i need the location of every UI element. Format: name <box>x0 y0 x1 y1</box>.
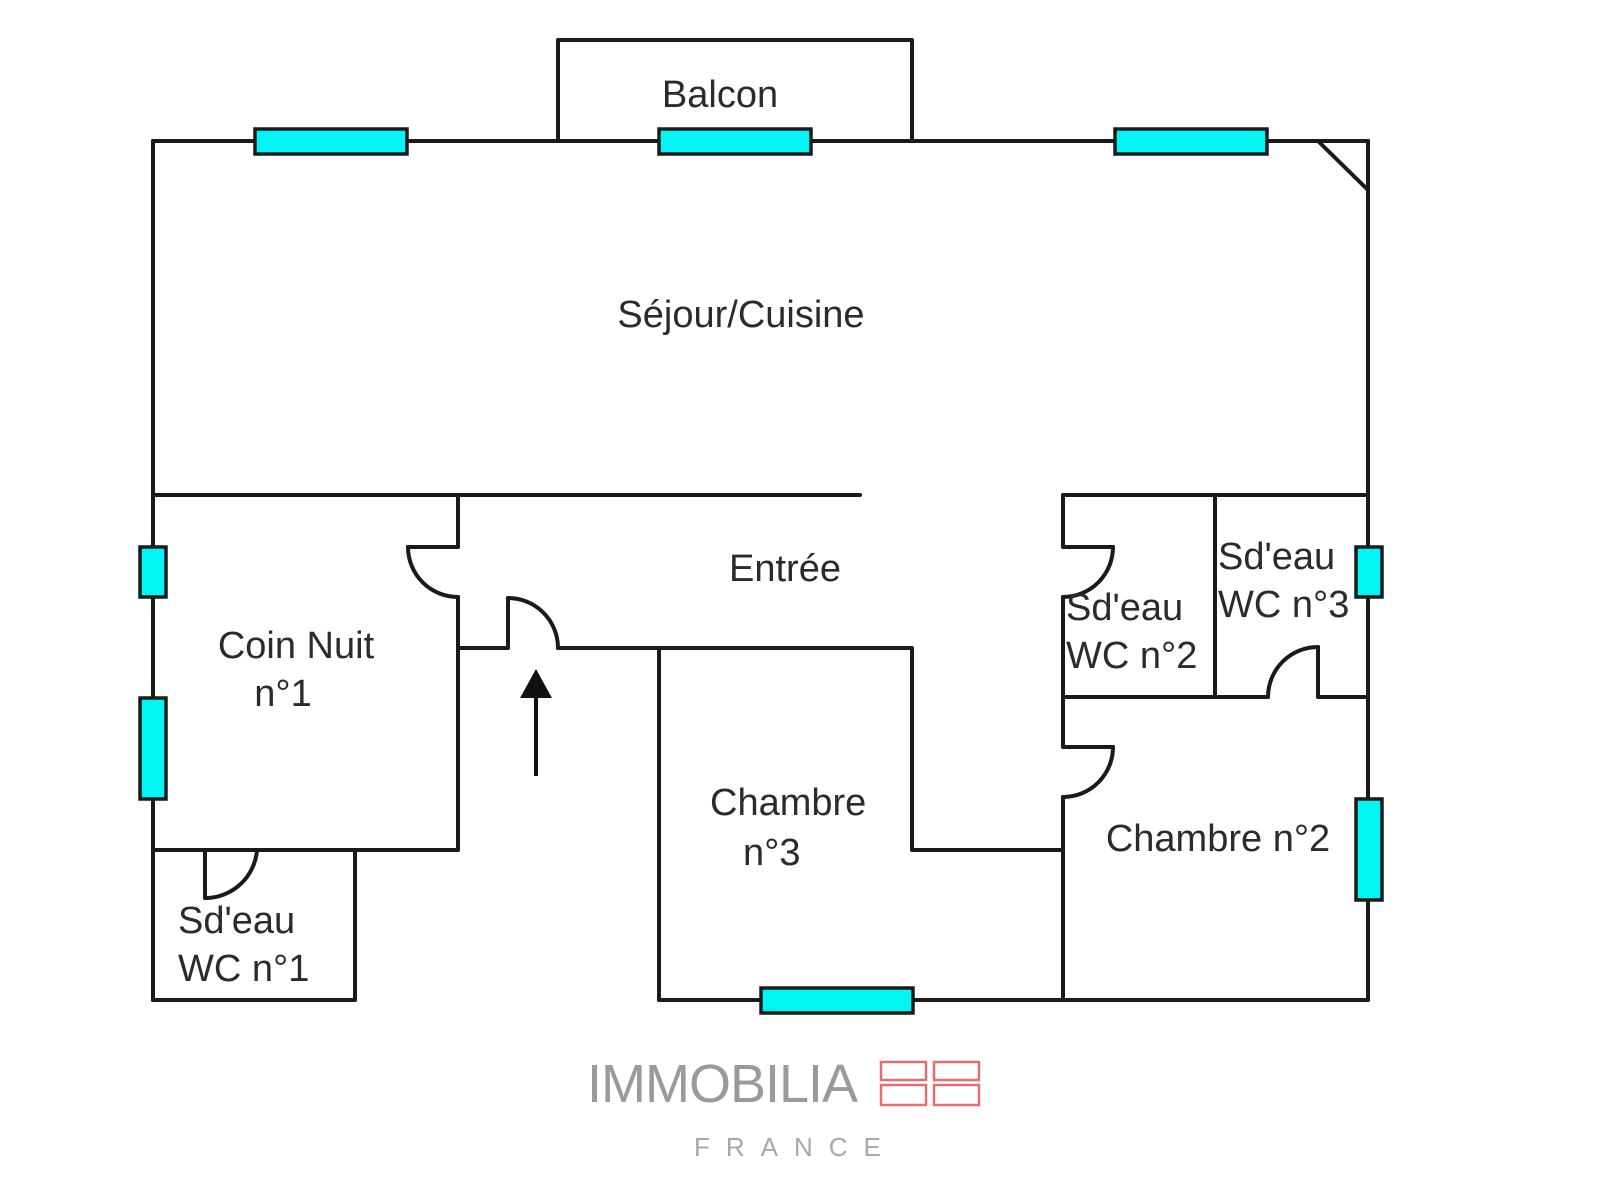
logo-subtitle: FRANCE <box>694 1132 897 1162</box>
logo: IMMOBILIA FRANCE <box>587 1054 981 1162</box>
label-wc3-line1: Sd'eau <box>1218 536 1335 578</box>
label-wc2-line2: WC n°2 <box>1066 635 1197 677</box>
entrance-wall-right <box>556 646 1065 852</box>
logo-name: IMMOBILIA <box>587 1054 858 1114</box>
wc2-door-arc <box>1061 545 1115 599</box>
window-balcony <box>657 127 813 156</box>
window-right-chambre2 <box>1354 797 1384 902</box>
label-entree: Entrée <box>729 548 841 590</box>
window-right-wc3 <box>1354 545 1384 599</box>
chambre2-door-arc <box>1061 745 1115 799</box>
label-wc1-line2: WC n°1 <box>178 948 309 990</box>
wc1-wall <box>151 848 357 1002</box>
entrance-door-arc <box>506 596 560 650</box>
wc2-left-wall-upper <box>1061 493 1115 549</box>
label-wc1-line1: Sd'eau <box>178 900 295 942</box>
label-chambre3-line2: n°3 <box>743 832 800 874</box>
window-left-upper <box>138 545 168 599</box>
label-wc3-line2: WC n°3 <box>1218 584 1349 626</box>
balcony-wall <box>556 38 914 143</box>
coin-nuit-wall-upper <box>406 493 460 549</box>
label-coin-nuit-line1: Coin Nuit <box>218 625 375 667</box>
windows <box>138 127 1384 1015</box>
coin-nuit-wall-lower <box>151 595 460 852</box>
wc3-door-right <box>1316 645 1370 699</box>
window-top-right <box>1113 127 1269 156</box>
wc1-door-arc <box>203 848 259 901</box>
label-balcon: Balcon <box>662 74 778 116</box>
window-bottom-chambre3 <box>759 986 915 1015</box>
label-wc2-line1: Sd'eau <box>1066 587 1183 629</box>
label-sejour-cuisine: Séjour/Cuisine <box>617 294 864 336</box>
window-top-left <box>253 127 409 156</box>
coin-nuit-door-arc <box>406 545 460 599</box>
label-chambre3-line1: Chambre <box>710 782 866 824</box>
label-coin-nuit-line2: n°1 <box>254 673 311 715</box>
label-chambre2: Chambre n°2 <box>1106 818 1330 860</box>
chambre2-wall-upper <box>1061 695 1115 749</box>
wc3-door-arc <box>1266 645 1320 699</box>
logo-mark-icon <box>879 1060 981 1107</box>
entrance-wall-left <box>456 596 510 650</box>
corner-diagonal-wall <box>1316 139 1370 192</box>
entrance-arrow-icon <box>520 669 552 776</box>
window-left-lower <box>138 696 168 801</box>
room-labels: Balcon Séjour/Cuisine Entrée Coin Nuit n… <box>178 74 1349 990</box>
